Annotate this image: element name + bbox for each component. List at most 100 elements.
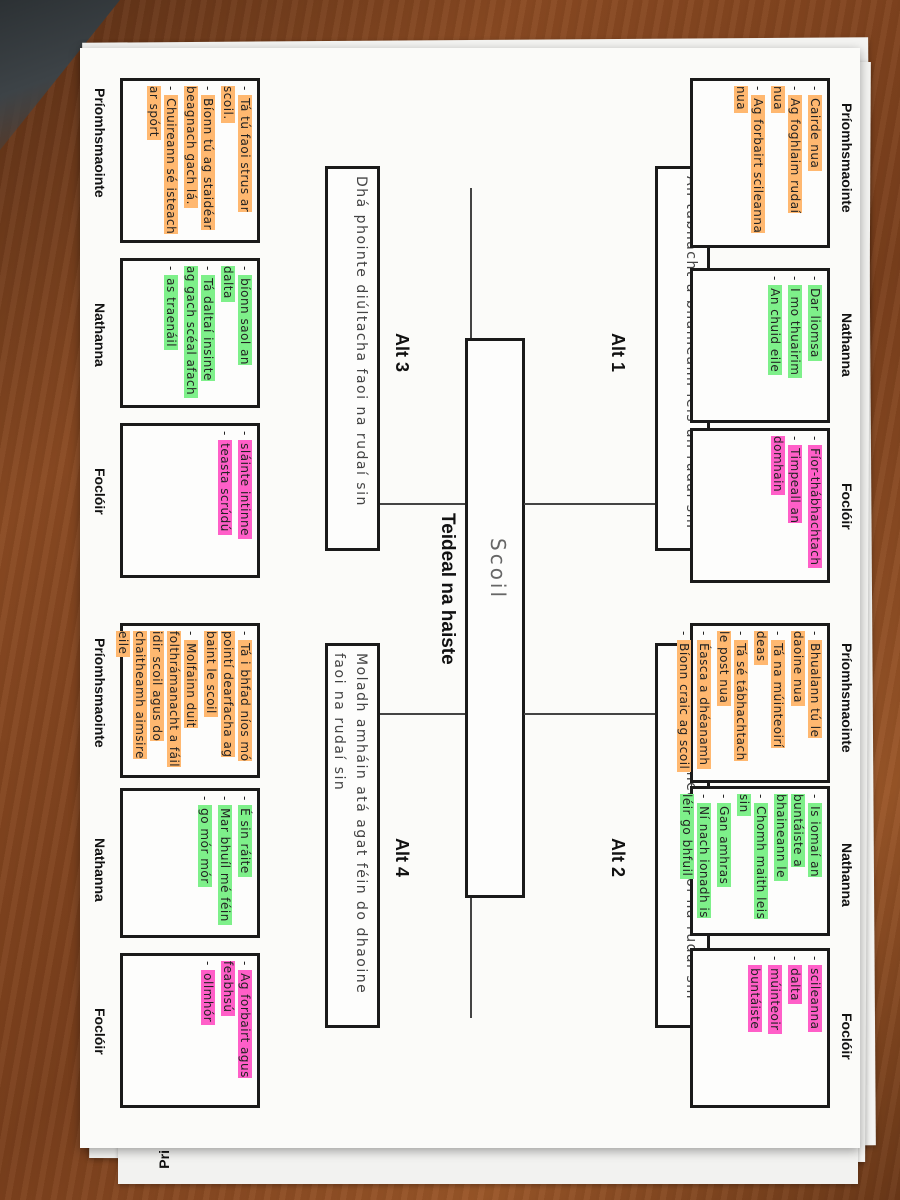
note: - Ag forbairt scileanna nua xyxy=(734,86,765,234)
note-text: Tá na múinteoirí deas xyxy=(754,631,785,748)
alt4-phrases-notes: - É sin ráite - Mar bhuíl mé féin - go m… xyxy=(120,788,260,938)
alt2-main-ideas-notes: - Bhualann tú le daoine nua - Tá na múin… xyxy=(677,623,830,783)
worksheet-paper: Scoil Teideal na haiste Alt 1 An tábhach… xyxy=(80,48,860,1148)
note: - Tá sé tábhachtach le post nua xyxy=(717,631,748,761)
note-text: Bhualann tú le daoine nua xyxy=(791,631,822,738)
note-text: I mo thuairim xyxy=(788,285,802,379)
note-text: É sin ráite xyxy=(238,805,252,877)
alt1-phrases-notes: - Dar liomsa - I mo thuairim - An chuid … xyxy=(690,268,830,423)
note: - Ag forbairt agus feabhsú xyxy=(221,961,252,1078)
note: - Tá i bhfad níos mó pointí dearfacha ag… xyxy=(204,631,252,762)
note-text: múinteoir xyxy=(768,965,782,1034)
alt3-prompt-text: Dhá phointe diúltacha faoi na rudaí sin xyxy=(353,176,369,507)
note-text: Tá daltaí insinte ag gach scéal afach xyxy=(184,266,215,399)
alt1-main-ideas-notes: - Cairde nua - Ag foghlaim rudaí nua - A… xyxy=(690,78,830,248)
note: - ollmhór xyxy=(199,961,216,1100)
note-text: An chuid eile xyxy=(768,285,782,376)
note: - Tá tú faoi strus ar scoil. xyxy=(221,86,252,213)
note: - múinteoir xyxy=(766,956,783,1100)
note-text: Cairde nua xyxy=(808,95,822,172)
alt3-heading: Alt 3 xyxy=(392,333,412,373)
alt2-vocab-notes: - scileanna - dalta - múinteoir - buntái… xyxy=(690,948,830,1108)
note: - Timpeall an domhain xyxy=(771,436,802,524)
note: - Mar bhuíl mé féin xyxy=(216,796,233,930)
alt3-phrases-notes: - bíonn saol an dalta - Tá daltaí insint… xyxy=(120,258,260,408)
note-text: Tá sé tábhachtach le post nua xyxy=(717,631,748,761)
alt3-main-ideas-notes: - Tá tú faoi strus ar scoil. - Bíonn tú … xyxy=(120,78,260,243)
note: - Chuireann sé isteach ar spórt xyxy=(147,86,178,235)
note-text: teasta scrúdú xyxy=(218,440,232,535)
note: - Is iomaí an buntáiste a bhaineann le xyxy=(772,794,823,928)
note-text: Ag foghlaim rudaí nua xyxy=(771,86,802,214)
note-text: ollmhór xyxy=(201,970,215,1026)
note: - sláinte intinne xyxy=(236,431,253,570)
note-text: Fíor-thábhachtach xyxy=(808,445,822,569)
note: - as traenáil xyxy=(162,266,179,400)
alt1-phrases-label: Nathanna xyxy=(839,313,855,377)
note-text: Bíonn tú ag staidéar beagnach gach lá. xyxy=(184,86,215,230)
note: - Chomh maith leis sin xyxy=(737,794,768,920)
alt2-phrases-notes: - Is iomaí an buntáiste a bhaineann le -… xyxy=(680,786,830,936)
alt1-heading: Alt 1 xyxy=(608,333,628,373)
note-text: scileanna xyxy=(808,965,822,1033)
alt4-heading: Alt 4 xyxy=(392,838,412,878)
alt2-heading: Alt 2 xyxy=(608,838,628,878)
note-text: dalta xyxy=(788,965,802,1005)
alt4-prompt-text: Moladh amháin atá agat féin do dhaoine f… xyxy=(331,653,369,995)
title-label: Teideal na haiste xyxy=(437,513,458,665)
alt3-main-ideas-label: Príomhsmaointe xyxy=(92,88,108,198)
note-text: Chuireann sé isteach ar spórt xyxy=(147,86,178,235)
note-text: Timpeall an domhain xyxy=(771,436,802,524)
note: - Molfainn duit folthrámanacht a fáil id… xyxy=(116,631,198,768)
note: - scileanna xyxy=(806,956,823,1100)
bottom-fragment-label: Pri xyxy=(156,1150,172,1169)
note: - Tá na múinteoirí deas xyxy=(754,631,785,748)
note: - I mo thuairim xyxy=(786,276,803,415)
alt2-vocab-label: Foclóir xyxy=(839,1013,855,1060)
worksheet-rotated-frame: Scoil Teideal na haiste Alt 1 An tábhach… xyxy=(80,48,860,1148)
connector-alt2 xyxy=(524,713,660,715)
note: - buntáiste xyxy=(746,956,763,1100)
note: - teasta scrúdú xyxy=(216,431,233,570)
note-text: Molfainn duit folthrámanacht a fáil idir… xyxy=(116,631,198,768)
note-text: Is iomaí an buntáiste a bhaineann le xyxy=(774,794,822,881)
note: - Bíonn tú ag staidéar beagnach gach lá. xyxy=(184,86,215,230)
note-text: Bíonn craic ag scoil xyxy=(677,640,691,773)
alt3-vocab-label: Foclóir xyxy=(92,468,108,515)
note-text: Gan amhras xyxy=(717,803,731,888)
note: - Bíonn craic ag scoil xyxy=(675,631,692,775)
alt4-vocab-label: Foclóir xyxy=(92,1008,108,1055)
note: - É sin ráite xyxy=(236,796,253,930)
note: - Dar liomsa xyxy=(806,276,823,415)
alt4-main-ideas-label: Príomhsmaointe xyxy=(92,638,108,748)
note-text: Tá i bhfad níos mó pointí dearfacha ag b… xyxy=(204,631,252,762)
note: - go mór mór xyxy=(196,796,213,930)
note: - Cairde nua xyxy=(806,86,823,240)
alt1-vocab-notes: - Fíor-thábhachtach - Timpeall an domhai… xyxy=(690,428,830,583)
note: - bíonn saol an dalta xyxy=(221,266,252,366)
alt3-phrases-label: Nathanna xyxy=(92,303,108,367)
note: - Ag foghlaim rudaí nua xyxy=(771,86,802,214)
note-text: Chomh maith leis sin xyxy=(737,794,768,920)
note-text: buntáiste xyxy=(748,965,762,1033)
note: - An chuid eile xyxy=(766,276,783,415)
note-text: Éasca a dhéanamh xyxy=(697,640,711,769)
alt2-main-ideas-label: Príomhsmaointe xyxy=(839,643,855,753)
note-text: Dar liomsa xyxy=(808,285,822,361)
note-text: Mar bhuíl mé féin xyxy=(218,805,232,925)
connector-alt1 xyxy=(524,503,660,505)
note: - dalta xyxy=(786,956,803,1100)
note: - Fíor-thábhachtach xyxy=(806,436,823,575)
note-text: Tá tú faoi strus ar scoil. xyxy=(221,86,252,213)
alt1-main-ideas-label: Príomhsmaointe xyxy=(839,103,855,213)
note-text: bíonn saol an dalta xyxy=(221,266,252,366)
note-text: Ní nach ionadh is léir go bhfuil xyxy=(680,794,711,919)
note: - Gan amhras xyxy=(715,794,732,928)
title-box xyxy=(465,338,525,898)
note-text: Ag forbairt scileanna nua xyxy=(734,86,765,234)
alt3-vocab-notes: - sláinte intinne - teasta scrúdú xyxy=(120,423,260,578)
note-text: as traenáil xyxy=(164,275,178,351)
note-text: go mór mór xyxy=(198,805,212,887)
note-text: Ag forbairt agus feabhsú xyxy=(221,961,252,1078)
alt4-phrases-label: Nathanna xyxy=(92,838,108,902)
